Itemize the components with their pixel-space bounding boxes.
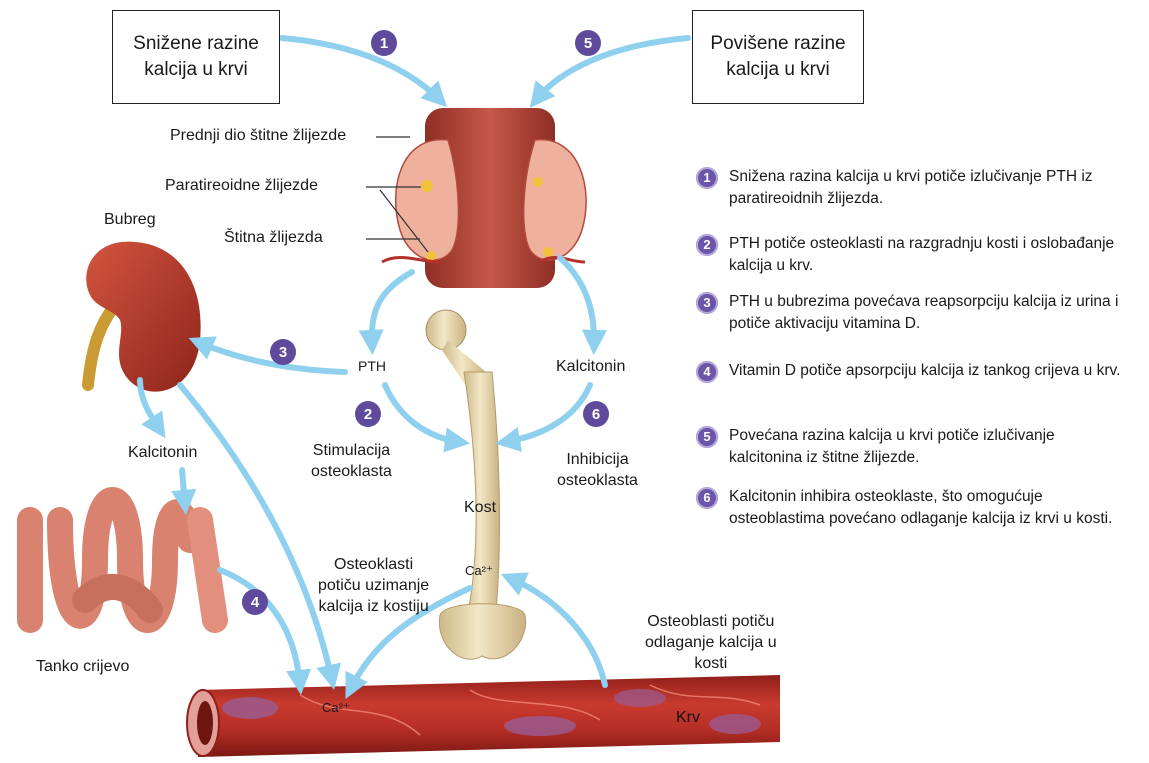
arrow-high-to-thyroid — [536, 38, 688, 100]
high-calcium-line1: Povišene razine — [710, 31, 845, 57]
label-osteoclasts: Osteoklasti potiču uzimanje kalcija iz k… — [318, 555, 429, 617]
legend-badge-4: 4 — [696, 361, 718, 383]
low-calcium-box: Snižene razine kalcija u krvi — [112, 10, 280, 104]
label-osteoblasts: Osteoblasti potiču odlaganje kalcija u k… — [645, 612, 777, 674]
red-blood-cell — [504, 716, 576, 736]
parathyroid-gland — [533, 177, 543, 187]
arrow-intestine-to-blood — [220, 570, 300, 685]
step-badge-1: 1 — [371, 30, 397, 56]
label-kidney: Bubreg — [104, 210, 156, 231]
label-bone: Kost — [464, 498, 496, 519]
small-intestine-illustration — [30, 500, 215, 620]
vessel-left-lumen — [197, 701, 213, 745]
arrow-calcitonin-to-bone — [505, 385, 590, 442]
step-badge-5: 5 — [575, 30, 601, 56]
label-calcitonin-right: Kalcitonin — [556, 357, 625, 378]
label-inhibition: Inhibicija osteoklasta — [557, 450, 638, 492]
legend-badge-5: 5 — [696, 426, 718, 448]
low-calcium-line2: kalcija u krvi — [144, 57, 247, 83]
arrow-low-to-thyroid — [282, 38, 440, 100]
label-inhibition-line2: osteoklasta — [557, 471, 638, 492]
label-osteoblasts-line3: kosti — [645, 654, 777, 675]
legend-text-4: Vitamin D potiče apsorpciju kalcija iz t… — [729, 360, 1129, 382]
red-blood-cell — [222, 697, 278, 719]
low-calcium-line1: Snižene razine — [133, 31, 259, 57]
thyroid-left-lobe — [396, 140, 459, 260]
high-calcium-line2: kalcija u krvi — [726, 57, 829, 83]
label-osteoclasts-line2: potiču uzimanje — [318, 576, 429, 597]
legend-text-3: PTH u bubrezima povećava reapsorpciju ka… — [729, 291, 1129, 334]
red-blood-cell — [614, 689, 666, 707]
arrow-thyroid-to-pth — [372, 272, 412, 345]
step-badge-2: 2 — [355, 401, 381, 427]
red-blood-cell — [709, 714, 761, 734]
label-thyroid: Štitna žlijezda — [224, 228, 323, 249]
legend-badge-1: 1 — [696, 167, 718, 189]
legend-text-6: Kalcitonin inhibira osteoklaste, što omo… — [729, 486, 1129, 529]
label-parathyroid: Paratireoidne žlijezde — [165, 176, 318, 197]
legend-badge-6: 6 — [696, 487, 718, 509]
label-osteoblasts-line2: odlaganje kalcija u — [645, 633, 777, 654]
thyroid-right-lobe — [524, 140, 586, 260]
parathyroid-gland — [421, 180, 433, 192]
label-osteoclasts-line3: kalcija iz kostiju — [318, 597, 429, 618]
label-pth: PTH — [358, 357, 386, 375]
legend-badge-2: 2 — [696, 234, 718, 256]
kidney-illustration — [86, 242, 200, 392]
label-ca-blood: Ca²⁺ — [322, 700, 350, 717]
parathyroid-gland — [543, 247, 553, 257]
femur-bone — [426, 310, 526, 659]
intestine-loop — [85, 587, 150, 610]
label-osteoclasts-line1: Osteoklasti — [318, 555, 429, 576]
step-badge-3: 3 — [270, 339, 296, 365]
label-stimulation-line2: osteoklasta — [311, 462, 392, 483]
label-intestine: Tanko crijevo — [36, 657, 129, 678]
label-blood: Krv — [676, 708, 700, 729]
arrow-pth-to-bone — [385, 385, 460, 442]
legend-badge-3: 3 — [696, 292, 718, 314]
femur-lower-end — [439, 604, 525, 659]
step-badge-6: 6 — [583, 401, 609, 427]
legend-text-2: PTH potiče osteoklasti na razgradnju kos… — [729, 233, 1129, 276]
label-inhibition-line1: Inhibicija — [557, 450, 638, 471]
label-stimulation: Stimulacija osteoklasta — [311, 441, 392, 483]
label-front-thyroid: Prednji dio štitne žlijezde — [170, 126, 346, 147]
ureter — [88, 305, 115, 385]
label-ca-bone: Ca²⁺ — [465, 563, 493, 580]
high-calcium-box: Povišene razine kalcija u krvi — [692, 10, 864, 104]
legend-text-1: Snižena razina kalcija u krvi potiče izl… — [729, 166, 1129, 209]
thyroid-illustration — [382, 108, 586, 288]
intestine-loop — [200, 520, 215, 620]
label-osteoblasts-line1: Osteoblasti potiču — [645, 612, 777, 633]
label-calcitonin-left: Kalcitonin — [128, 443, 197, 464]
arrow-thyroid-to-calcitonin — [560, 258, 594, 345]
legend-text-5: Povećana razina kalcija u krvi potiče iz… — [729, 425, 1129, 468]
label-stimulation-line1: Stimulacija — [311, 441, 392, 462]
arrow-calcitonin-to-intestine — [182, 470, 185, 505]
step-badge-4: 4 — [242, 589, 268, 615]
